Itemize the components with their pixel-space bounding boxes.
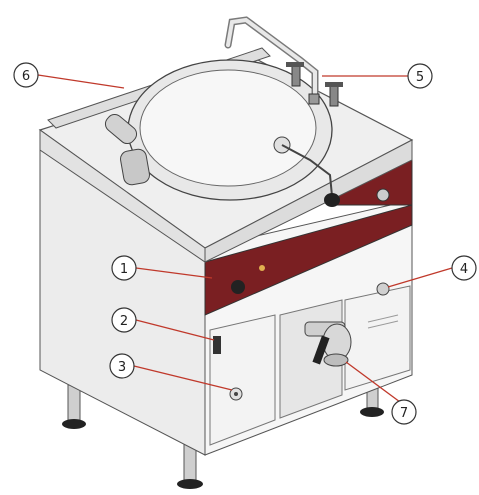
callout-7-label: 7 — [400, 406, 408, 421]
indicator-lamp — [259, 265, 265, 271]
leader-6 — [37, 74, 125, 89]
callout-2: 2 — [111, 307, 137, 333]
callout-4: 4 — [451, 255, 477, 281]
vent-slot-2 — [367, 320, 399, 329]
callout-2-label: 2 — [120, 314, 128, 329]
callout-4-label: 4 — [460, 262, 468, 277]
callout-5: 5 — [407, 63, 433, 89]
left-side-controls — [213, 336, 243, 401]
lid-hinge — [104, 113, 150, 186]
callout-3-label: 3 — [118, 360, 126, 375]
pressure-gauge — [376, 188, 390, 202]
control-panel-front — [204, 204, 413, 316]
water-filling-tap — [224, 16, 343, 107]
leader-lines — [37, 74, 453, 403]
callout-6: 6 — [13, 62, 39, 88]
legs — [62, 381, 384, 489]
leg-back-left — [67, 384, 81, 424]
draw-off-tap — [304, 321, 352, 367]
lid-knob — [273, 136, 340, 207]
leader-3 — [133, 365, 233, 391]
foot-back-left — [62, 419, 86, 429]
callout-5-label: 5 — [416, 70, 424, 85]
foot-front-right — [360, 407, 384, 417]
worktop-left-edge — [39, 129, 206, 263]
callout-6-label: 6 — [22, 69, 30, 84]
callout-7: 7 — [391, 399, 417, 425]
main-switch-knob — [231, 280, 245, 294]
kettle-lid — [139, 69, 317, 187]
door-left — [209, 314, 276, 446]
leader-1 — [135, 267, 213, 279]
leader-7 — [345, 361, 401, 403]
leader-2 — [135, 319, 215, 341]
vent-slot-1 — [367, 314, 399, 323]
leader-4 — [387, 267, 453, 288]
foot-front-left — [177, 479, 203, 489]
callout-1-label: 1 — [120, 262, 128, 277]
right-gauge — [376, 282, 390, 296]
callout-3: 3 — [109, 353, 135, 379]
callout-1: 1 — [111, 255, 137, 281]
callout-markers: 1 2 3 4 5 6 7 — [13, 62, 477, 425]
